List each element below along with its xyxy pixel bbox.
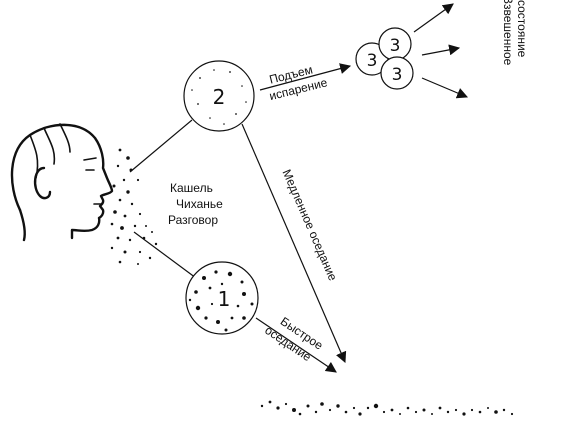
droplet-nuclei-group: 3 3 3 [355, 27, 414, 90]
arrow-fast-settling [255, 317, 337, 373]
circle-2-label: 2 [213, 85, 226, 109]
label-talk: Разговор [168, 213, 218, 227]
circle-small-droplets: 2 [183, 60, 255, 132]
settled-particles [260, 400, 514, 416]
arrow-suspended-up [413, 3, 454, 33]
connector-to-circle-1 [133, 231, 197, 279]
arrow-slow-settling [241, 123, 347, 364]
nucleus-label-1: 3 [367, 51, 378, 71]
label-suspended-1: Взвешенное [501, 0, 515, 66]
label-slow-settling: Медленное оседание [280, 167, 341, 283]
label-sneeze: Чиханье [176, 197, 223, 211]
label-cough: Кашель [170, 181, 213, 195]
droplet-spray [110, 148, 158, 265]
arrow-rise [259, 63, 352, 91]
label-suspended-2: состояние [515, 0, 529, 58]
nucleus-label-2: 3 [390, 36, 401, 56]
nucleus-label-3: 3 [392, 65, 403, 85]
human-head-icon [10, 123, 114, 242]
circle-1-label: 1 [218, 287, 231, 311]
arrow-suspended-down [421, 77, 469, 99]
circle-large-droplets: 1 [185, 261, 259, 335]
arrow-suspended-mid [421, 44, 461, 56]
connector-to-circle-2 [129, 119, 193, 173]
